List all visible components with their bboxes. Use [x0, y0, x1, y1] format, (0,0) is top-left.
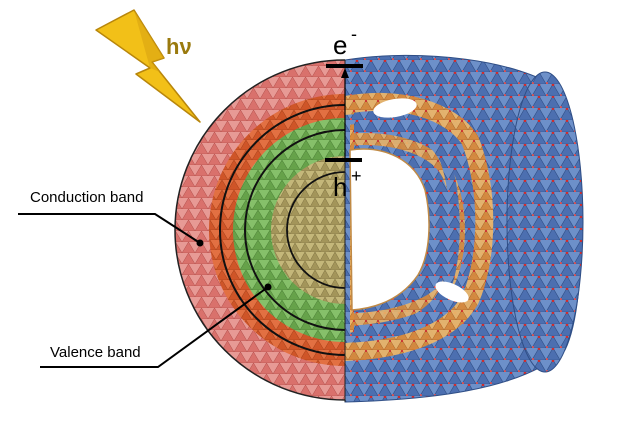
electron-symbol: e	[333, 30, 347, 60]
electron-marker: e -	[326, 24, 363, 160]
conduction-band-callout: Conduction band	[18, 189, 204, 247]
hole-symbol: h	[333, 172, 347, 202]
lightning-icon	[95, 9, 201, 123]
conduction-band-label: Conduction band	[30, 189, 143, 206]
cross-section	[174, 59, 345, 401]
nanotube-body	[336, 54, 584, 403]
valence-band-label: Valence band	[50, 344, 141, 361]
photon-label: hν	[166, 34, 192, 59]
valence-band-callout: Valence band	[40, 283, 272, 368]
core-ring	[271, 156, 345, 304]
electron-charge: -	[351, 24, 357, 44]
hole-charge: +	[351, 166, 362, 186]
hole-marker: h +	[325, 158, 362, 202]
